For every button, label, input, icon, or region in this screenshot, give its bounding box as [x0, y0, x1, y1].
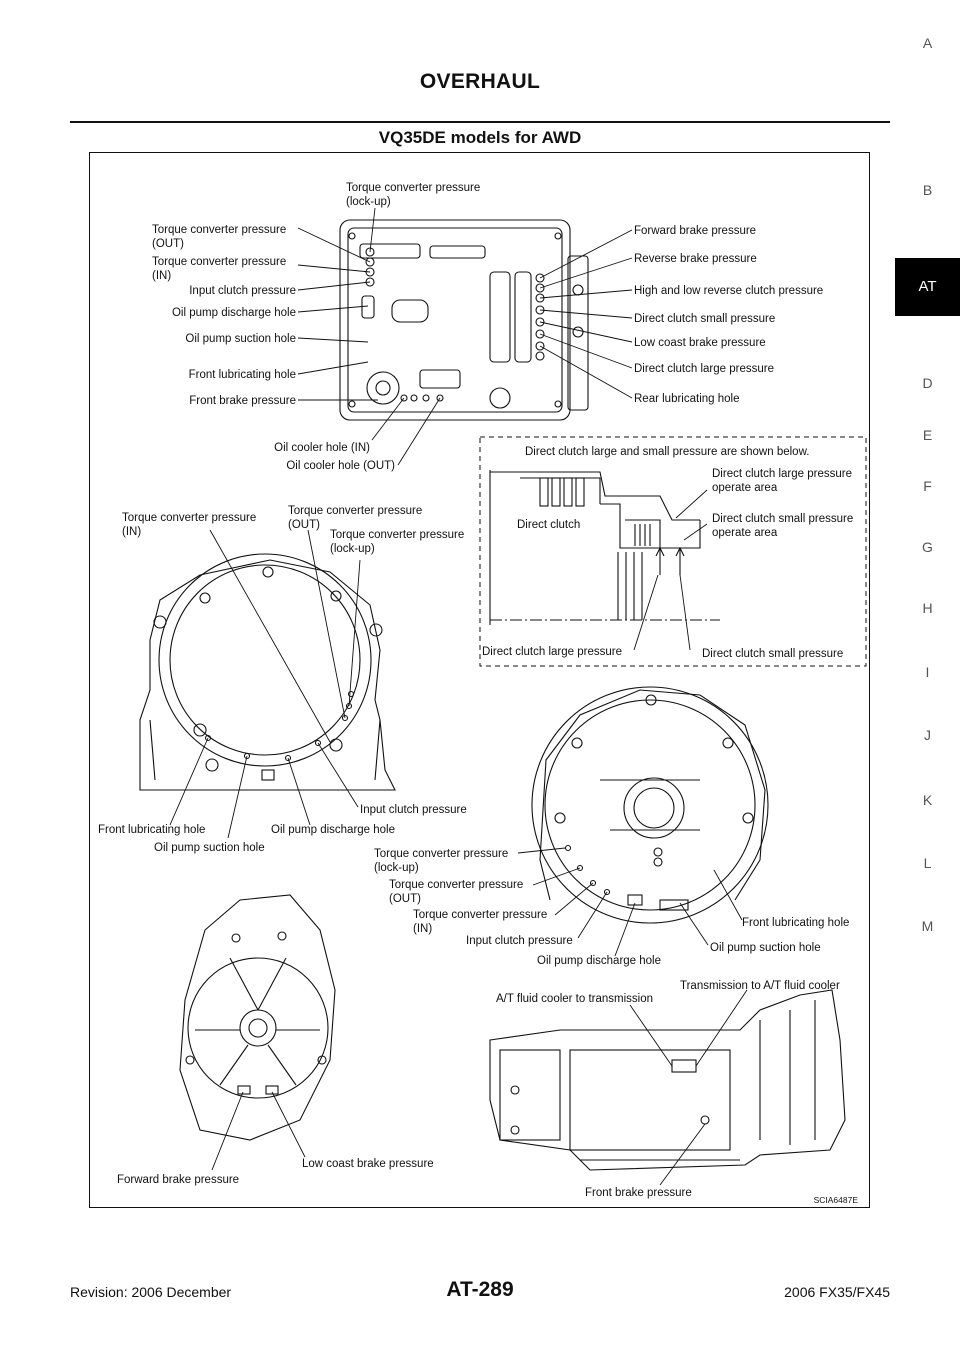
label-tc-in-right-1: Torque converter pressure — [413, 909, 547, 921]
direct-clutch-section-drawing — [489, 470, 720, 651]
side-index-j[interactable]: J — [924, 727, 931, 743]
label-forward-brake-bottom: Forward brake pressure — [117, 1174, 239, 1186]
side-index-h[interactable]: H — [922, 600, 933, 616]
label-large-operate-2: operate area — [712, 482, 778, 494]
label-reverse-brake-top: Reverse brake pressure — [634, 253, 757, 265]
footer-model: 2006 FX35/FX45 — [784, 1284, 890, 1300]
label-front-lubricating-right: Front lubricating hole — [742, 917, 849, 929]
side-index-k[interactable]: K — [922, 792, 933, 808]
label-oil-pump-discharge-left: Oil pump discharge hole — [271, 824, 395, 836]
label-low-coast-bottom: Low coast brake pressure — [302, 1158, 434, 1170]
label-small-operate-2: operate area — [712, 527, 778, 539]
label-tc-in-top-2: (IN) — [152, 270, 171, 282]
valve-body-drawing — [339, 219, 589, 421]
label-input-clutch-top: Input clutch pressure — [189, 285, 296, 297]
footer-page-number: AT-289 — [446, 1278, 514, 1301]
label-detail-caption: Direct clutch large and small pressure a… — [525, 446, 809, 458]
header-rule — [70, 121, 890, 123]
label-oil-pump-suction-left: Oil pump suction hole — [154, 842, 265, 854]
section-title: VQ35DE models for AWD — [378, 128, 582, 147]
footer-revision: Revision: 2006 December — [70, 1284, 232, 1300]
label-front-lubricating-top: Front lubricating hole — [189, 369, 296, 381]
label-oil-pump-discharge-top: Oil pump discharge hole — [172, 307, 296, 319]
label-tc-out-top-2: (OUT) — [152, 238, 184, 250]
label-oil-pump-suction-top: Oil pump suction hole — [185, 333, 296, 345]
figure-frame — [89, 152, 870, 1208]
side-index-i[interactable]: I — [925, 664, 930, 680]
label-small-operate-1: Direct clutch small pressure — [712, 513, 853, 525]
label-tc-lockup-left-1: Torque converter pressure — [330, 529, 464, 541]
oil-pump-housing-drawing — [531, 686, 769, 924]
label-forward-brake-top: Forward brake pressure — [634, 225, 756, 237]
label-tc-out-right-2: (OUT) — [389, 893, 421, 905]
side-index-b[interactable]: B — [922, 182, 933, 198]
label-tc-lockup-top-2: (lock-up) — [346, 196, 391, 208]
side-index-a[interactable]: A — [922, 35, 933, 51]
side-index-m[interactable]: M — [921, 918, 934, 934]
side-index-l[interactable]: L — [923, 855, 932, 871]
label-tc-in-left-1: Torque converter pressure — [122, 512, 256, 524]
label-tc-in-left-2: (IN) — [122, 526, 141, 538]
side-index-d[interactable]: D — [922, 375, 933, 391]
label-detail-large-pressure: Direct clutch large pressure — [482, 646, 622, 658]
label-transmission-to-cooler: Transmission to A/T fluid cooler — [680, 980, 840, 992]
label-direct-small-top: Direct clutch small pressure — [634, 313, 775, 325]
label-rear-lubricating: Rear lubricating hole — [634, 393, 739, 405]
label-tc-in-right-2: (IN) — [413, 923, 432, 935]
label-direct-large-top: Direct clutch large pressure — [634, 363, 774, 375]
label-oil-cooler-out: Oil cooler hole (OUT) — [286, 460, 395, 472]
label-tc-lockup-left-2: (lock-up) — [330, 543, 375, 555]
label-low-coast-top: Low coast brake pressure — [634, 337, 766, 349]
label-high-low-reverse: High and low reverse clutch pressure — [634, 285, 823, 297]
side-index-at-active[interactable]: AT — [895, 258, 960, 316]
label-front-brake-bottom: Front brake pressure — [585, 1187, 692, 1199]
page-header-title: OVERHAUL — [419, 70, 541, 93]
label-oil-pump-suction-right: Oil pump suction hole — [710, 942, 821, 954]
label-front-lubricating-left: Front lubricating hole — [98, 824, 205, 836]
label-tc-lockup-right-1: Torque converter pressure — [374, 848, 508, 860]
label-tc-out-top-1: Torque converter pressure — [152, 224, 286, 236]
label-tc-out-right-1: Torque converter pressure — [389, 879, 523, 891]
label-tc-out-left-1: Torque converter pressure — [288, 505, 422, 517]
label-cooler-to-transmission: A/T fluid cooler to transmission — [496, 993, 653, 1005]
side-index-g[interactable]: G — [922, 539, 933, 555]
side-index-e[interactable]: E — [922, 427, 933, 443]
transmission-front-view-drawing — [179, 894, 336, 1141]
label-front-brake-top: Front brake pressure — [189, 395, 296, 407]
label-tc-out-left-2: (OUT) — [288, 519, 320, 531]
label-tc-lockup-top-1: Torque converter pressure — [346, 182, 480, 194]
label-direct-clutch: Direct clutch — [517, 519, 580, 531]
label-large-operate-1: Direct clutch large pressure — [712, 468, 852, 480]
label-detail-small-pressure: Direct clutch small pressure — [702, 648, 843, 660]
label-input-clutch-left: Input clutch pressure — [360, 804, 467, 816]
label-oil-cooler-in: Oil cooler hole (IN) — [274, 442, 370, 454]
label-input-clutch-right: Input clutch pressure — [466, 935, 573, 947]
converter-housing-drawing — [139, 553, 396, 791]
side-index-f[interactable]: F — [923, 478, 932, 494]
transmission-side-view-drawing — [489, 989, 846, 1171]
label-oil-pump-discharge-right: Oil pump discharge hole — [537, 955, 661, 967]
label-tc-in-top-1: Torque converter pressure — [152, 256, 286, 268]
figure-id: SCIA6487E — [814, 1195, 859, 1205]
label-tc-lockup-right-2: (lock-up) — [374, 862, 419, 874]
